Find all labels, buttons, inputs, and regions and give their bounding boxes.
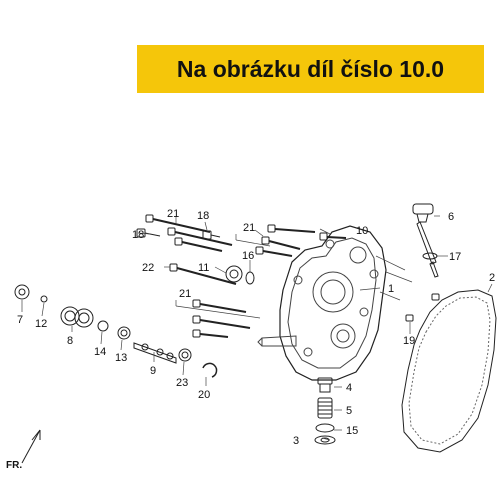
washer-part-12 xyxy=(40,295,48,303)
callout-21-top-right: 21 xyxy=(243,222,255,234)
direction-label: FR. xyxy=(6,460,22,471)
circlip-part xyxy=(202,362,218,378)
callout-13: 13 xyxy=(115,352,127,364)
front-direction-indicator xyxy=(21,429,41,464)
callout-23: 23 xyxy=(176,377,188,389)
bearing-part-13 xyxy=(117,326,131,340)
part-number-banner: Na obrázku díl číslo 10.0 xyxy=(137,45,484,93)
crankcase-cover-part xyxy=(257,225,387,381)
callout-9: 9 xyxy=(150,365,156,377)
callout-18-top: 18 xyxy=(197,210,209,222)
sealing-washer-part xyxy=(315,423,335,433)
bearing-part-23 xyxy=(178,348,192,362)
drain-plug-part xyxy=(317,377,333,393)
callout-5: 5 xyxy=(346,405,352,417)
bolt-set-upper-right xyxy=(255,224,347,257)
banner-text: Na obrázku díl číslo 10.0 xyxy=(176,55,445,82)
callout-10: 10 xyxy=(356,225,368,237)
callout-19: 19 xyxy=(403,335,415,347)
callout-12: 12 xyxy=(35,318,47,330)
bearing-part-8 xyxy=(60,306,94,328)
callout-21-top-left: 21 xyxy=(167,208,179,220)
bolt-set-lower-middle xyxy=(192,299,251,338)
callout-21-middle: 21 xyxy=(179,288,191,300)
callout-16: 16 xyxy=(242,250,254,262)
callout-18-left: 18 xyxy=(132,229,144,241)
shaft-part xyxy=(133,342,177,364)
spring-part xyxy=(317,397,333,419)
callout-3: 3 xyxy=(293,435,299,447)
bolt-set-upper-left xyxy=(136,214,233,252)
cap-part-7 xyxy=(14,284,30,300)
callout-20: 20 xyxy=(198,389,210,401)
callout-17: 17 xyxy=(449,251,461,263)
callout-labels: 1 2 3 4 5 6 7 8 9 10 11 12 13 14 15 16 1… xyxy=(17,208,495,447)
callout-22: 22 xyxy=(142,262,154,274)
callout-8: 8 xyxy=(67,335,73,347)
o-ring-16-part xyxy=(245,271,255,285)
callout-7: 7 xyxy=(17,314,23,326)
callout-14: 14 xyxy=(94,346,106,358)
oil-filter-screen-part xyxy=(314,435,336,445)
callout-6: 6 xyxy=(448,211,454,223)
callout-2: 2 xyxy=(489,272,495,284)
oil-seal-part xyxy=(225,265,243,283)
callout-1: 1 xyxy=(388,283,394,295)
dipstick-part xyxy=(412,203,439,278)
washer-part-14 xyxy=(97,320,109,332)
gasket-part xyxy=(401,289,497,453)
callout-11: 11 xyxy=(198,262,209,274)
callout-4: 4 xyxy=(346,382,352,394)
long-bolt-part xyxy=(169,263,237,285)
callout-15: 15 xyxy=(346,425,358,437)
leader-lines xyxy=(21,215,493,441)
